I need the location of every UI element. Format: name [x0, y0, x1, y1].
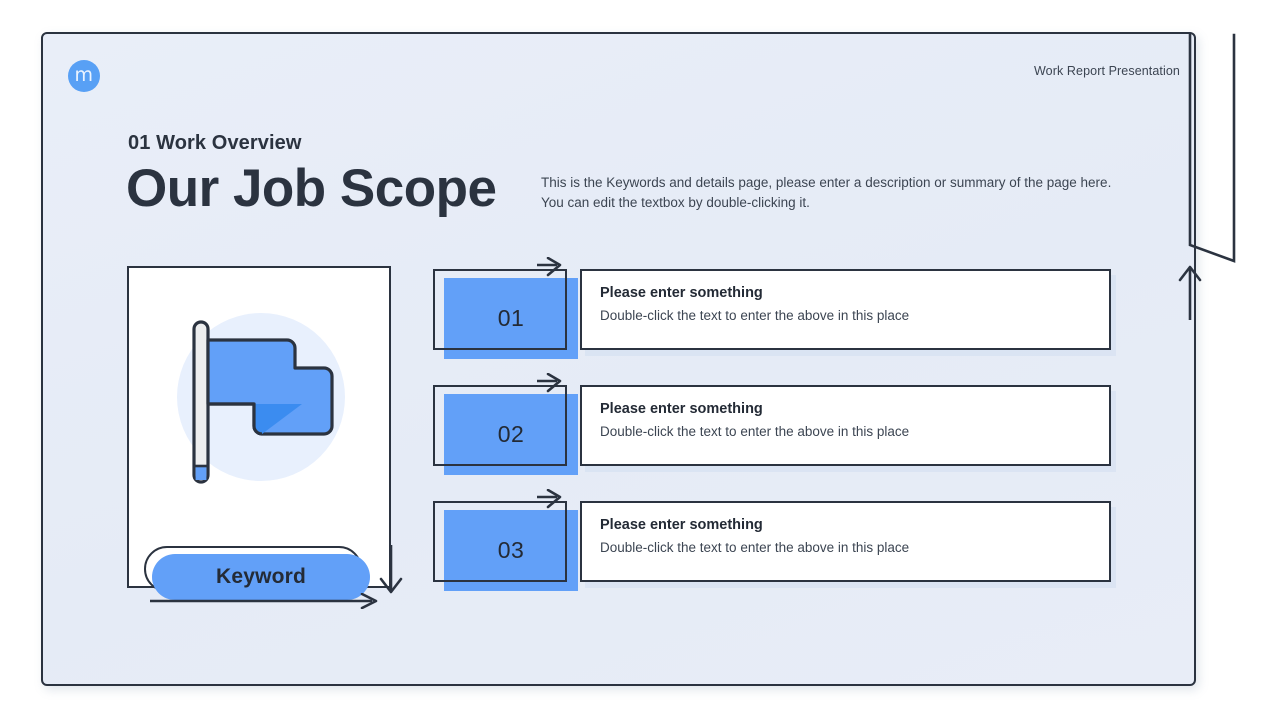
keyword-badge[interactable]: Keyword	[144, 546, 386, 610]
step-number: 01	[497, 305, 525, 331]
step-arrow-icon	[529, 256, 563, 283]
header-label: Work Report Presentation	[1034, 64, 1180, 78]
list-item[interactable]: 02 Please enter something Double-click t…	[433, 372, 1111, 475]
keyword-label: Keyword	[215, 565, 307, 588]
ribbon-decoration	[1188, 33, 1238, 263]
up-arrow-icon	[1174, 262, 1206, 322]
keyword-arrow-icon	[150, 592, 386, 610]
step-panel[interactable]: Please enter something Double-click the …	[580, 501, 1111, 582]
intro-paragraph: This is the Keywords and details page, p…	[541, 175, 1112, 210]
step-panel[interactable]: Please enter something Double-click the …	[580, 269, 1111, 350]
down-arrow-icon	[375, 543, 407, 595]
step-subtitle: Double-click the text to enter the above…	[600, 424, 910, 439]
step-number-fill: 03	[444, 510, 578, 591]
brand-logo-letter: m	[74, 63, 94, 86]
step-title: Please enter something	[600, 401, 763, 417]
step-arrow-icon	[529, 372, 563, 399]
step-number-outline	[433, 269, 567, 350]
step-arrow-icon	[529, 488, 563, 515]
illustration-card	[127, 266, 391, 588]
flag-icon	[184, 316, 344, 496]
step-number-outline	[433, 385, 567, 466]
step-number: 03	[497, 537, 525, 563]
step-subtitle: Double-click the text to enter the above…	[600, 540, 910, 555]
step-number: 02	[497, 421, 525, 447]
list-item[interactable]: 03 Please enter something Double-click t…	[433, 488, 1111, 591]
section-eyebrow: 01 Work Overview	[128, 132, 302, 154]
step-title: Please enter something	[600, 285, 763, 301]
step-panel[interactable]: Please enter something Double-click the …	[580, 385, 1111, 466]
step-title: Please enter something	[600, 517, 763, 533]
keyword-fill: Keyword	[152, 554, 370, 600]
step-number-outline	[433, 501, 567, 582]
step-number-fill: 01	[444, 278, 578, 359]
brand-logo-icon: m	[68, 60, 100, 92]
step-subtitle: Double-click the text to enter the above…	[600, 308, 910, 323]
step-number-fill: 02	[444, 394, 578, 475]
page-title: Our Job Scope	[126, 159, 497, 218]
steps-list: 01 Please enter something Double-click t…	[433, 256, 1111, 609]
list-item[interactable]: 01 Please enter something Double-click t…	[433, 256, 1111, 359]
